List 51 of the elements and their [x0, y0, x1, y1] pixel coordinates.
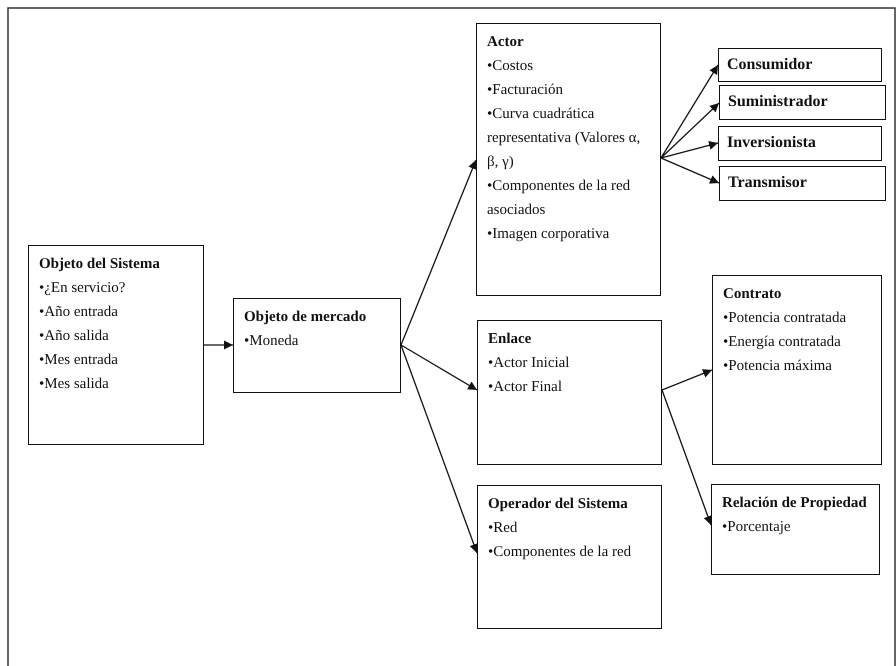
bullet-item: •Actor Inicial	[488, 354, 570, 373]
bullet-item: •Potencia contratada	[723, 309, 848, 328]
bullet-item: •Curva cuadrática representativa (Valores α, β, γ)	[487, 105, 642, 172]
box-title: Enlace	[488, 330, 532, 349]
bullet-item: •Red	[488, 519, 518, 538]
box-title: Actor	[487, 33, 525, 52]
bullet-item: •Mes salida	[39, 375, 110, 394]
entity-box	[712, 275, 882, 465]
entity-box	[233, 298, 401, 393]
arrow	[660, 140, 718, 159]
bullet-item: •Mes entrada	[39, 351, 119, 370]
bullet-item: •Año entrada	[39, 303, 119, 322]
entity-box	[711, 484, 880, 575]
entity-box	[719, 85, 886, 120]
entity-box	[719, 166, 886, 201]
arrow	[662, 369, 712, 391]
entity-box	[476, 23, 661, 296]
arrow	[400, 344, 478, 554]
box-title: Objeto de mercado	[244, 308, 368, 327]
box-title: Suministrador	[728, 92, 829, 112]
arrow	[204, 340, 233, 350]
entity-box	[718, 48, 882, 82]
bullet-item: •Moneda	[244, 332, 300, 351]
bullet-item: •Energía contratada	[723, 333, 842, 352]
arrow	[400, 344, 478, 391]
box-title: Transmisor	[728, 173, 808, 193]
bullet-item: •Porcentaje	[722, 518, 792, 537]
bullet-item: •Componentes de la red	[488, 543, 632, 562]
arrow	[660, 102, 720, 158]
box-title: Operador del Sistema	[488, 495, 629, 514]
box-title: Contrato	[723, 285, 782, 304]
bullet-item: •Imagen corporativa	[487, 225, 610, 244]
bullet-item: •Potencia máxima	[723, 357, 833, 376]
arrow	[661, 390, 712, 526]
box-title: Objeto del Sistema	[39, 255, 161, 274]
bullet-item: •Actor Final	[488, 378, 563, 397]
bullet-item: •¿En servicio?	[39, 279, 126, 298]
entity-box	[718, 126, 882, 161]
arrow	[660, 64, 719, 158]
entity-box	[477, 320, 662, 465]
box-title: Consumidor	[727, 55, 814, 75]
box-title: Relación de Propiedad	[722, 494, 868, 513]
box-title: Inversionista	[727, 133, 817, 153]
bullet-item: •Componentes de la red asociados	[487, 177, 632, 220]
entity-box	[28, 245, 204, 445]
bullet-item: •Facturación	[487, 81, 564, 100]
arrow	[660, 157, 720, 184]
bullet-item: •Costos	[487, 57, 534, 76]
entity-box	[477, 485, 662, 629]
arrow	[400, 160, 477, 346]
bullet-item: •Año salida	[39, 327, 110, 346]
